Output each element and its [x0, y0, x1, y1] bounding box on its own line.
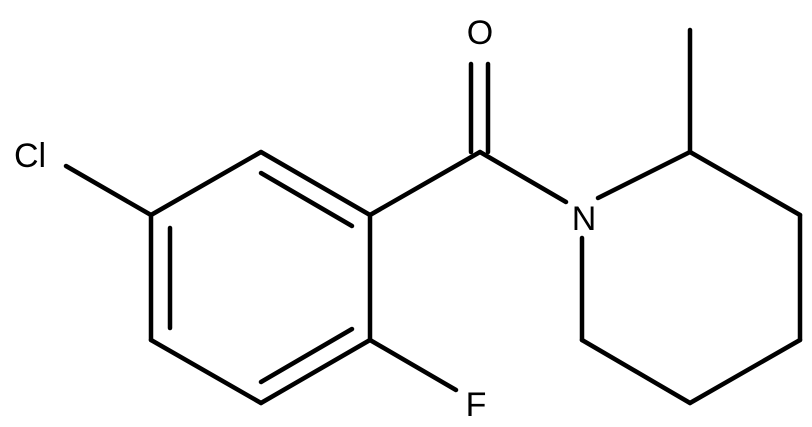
carbonyl-double-bond [468, 61, 491, 155]
atom-oxygen: O [467, 14, 493, 52]
bond-carbonyl-nitrogen [477, 149, 569, 205]
bond-ring-chlorine [63, 163, 154, 218]
benzene-ring [148, 149, 373, 406]
atom-nitrogen: N [572, 200, 597, 238]
atom-chlorine: Cl [14, 137, 46, 175]
atom-fluorine: F [466, 386, 487, 424]
piperidine-ring [579, 149, 803, 406]
bond-carbonyl-ring [367, 149, 483, 218]
bond-ring-fluorine [367, 337, 459, 393]
